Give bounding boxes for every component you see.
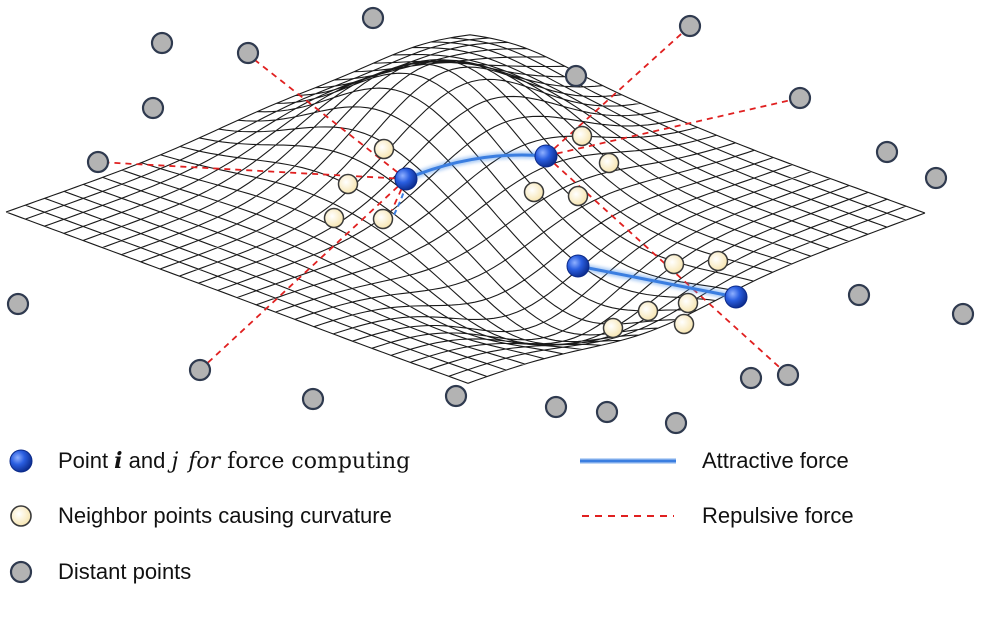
distant-point-7 xyxy=(678,14,702,38)
legend-repulsive-force: Repulsive force xyxy=(578,503,854,529)
distant-point-13 xyxy=(951,302,975,326)
legend-distant-label: Distant points xyxy=(58,559,192,584)
neighbor-point-11 xyxy=(677,292,699,314)
mesh-grid-lines xyxy=(5,34,926,384)
neighbor-point-2 xyxy=(337,173,359,195)
legend-repulsive-label: Repulsive force xyxy=(702,503,854,528)
core-point-4 xyxy=(724,285,748,309)
cream-circle-icon xyxy=(10,505,32,527)
legend-attractive-label: Attractive force xyxy=(702,448,849,473)
distant-point-1 xyxy=(150,31,174,55)
neighbor-point-4 xyxy=(372,208,394,230)
word-for: for xyxy=(188,448,221,474)
distant-point-3 xyxy=(236,41,260,65)
core-point-2 xyxy=(534,144,558,168)
attractive-line-2 xyxy=(577,264,737,299)
distant-point-5 xyxy=(86,150,110,174)
repulsive-line-1 xyxy=(97,161,407,180)
distant-point-14 xyxy=(188,358,212,382)
attractive-line-1 xyxy=(405,153,547,181)
neighbor-point-1 xyxy=(373,138,395,160)
legend-core-label-suffix: force computing xyxy=(220,448,411,474)
distant-point-16 xyxy=(444,384,468,408)
symbol-j: j xyxy=(171,448,179,474)
distant-point-2 xyxy=(361,6,385,30)
distant-point-18 xyxy=(595,400,619,424)
distant-point-8 xyxy=(788,86,812,110)
neighbor-point-3 xyxy=(323,207,345,229)
gray-circle-icon xyxy=(9,560,33,584)
point-markers xyxy=(6,6,975,435)
legend-core-label-and: and xyxy=(122,448,172,473)
legend-neighbor-points: Neighbor points causing curvature xyxy=(8,503,392,529)
neighbor-point-13 xyxy=(673,313,695,335)
neighbor-point-5 xyxy=(571,125,593,147)
core-point-3 xyxy=(566,254,590,278)
legend-core-points: Point i and j for force computing xyxy=(8,448,410,474)
legend-attractive-force: Attractive force xyxy=(578,448,849,474)
repulsive-force-lines xyxy=(97,25,801,376)
neighbor-point-7 xyxy=(523,181,545,203)
neighbor-point-10 xyxy=(707,250,729,272)
neighbor-point-8 xyxy=(567,185,589,207)
distant-point-17 xyxy=(544,395,568,419)
neighbor-point-12 xyxy=(637,300,659,322)
neighbor-point-14 xyxy=(602,317,624,339)
legend-neighbor-label: Neighbor points causing curvature xyxy=(58,503,392,528)
attractive-force-lines xyxy=(387,151,737,301)
distant-point-4 xyxy=(141,96,165,120)
distant-point-15 xyxy=(301,387,325,411)
repulsive-line-3 xyxy=(199,178,407,371)
neighbor-point-6 xyxy=(598,152,620,174)
distant-point-21 xyxy=(776,363,800,387)
blue-sphere-icon xyxy=(9,449,33,473)
curved-surface-mesh xyxy=(5,34,926,384)
distant-point-6 xyxy=(564,64,588,88)
distant-point-20 xyxy=(739,366,763,390)
repulsive-line-icon xyxy=(582,515,674,517)
distant-point-12 xyxy=(847,283,871,307)
distant-point-9 xyxy=(875,140,899,164)
neighbor-point-9 xyxy=(663,253,685,275)
legend-core-label-prefix: Point xyxy=(58,448,109,473)
core-point-1 xyxy=(394,167,418,191)
legend-distant-points: Distant points xyxy=(8,559,191,585)
distant-point-11 xyxy=(6,292,30,316)
distant-point-19 xyxy=(664,411,688,435)
symbol-i: i xyxy=(114,448,123,474)
attractive-line-icon xyxy=(580,458,676,464)
distant-point-10 xyxy=(924,166,948,190)
